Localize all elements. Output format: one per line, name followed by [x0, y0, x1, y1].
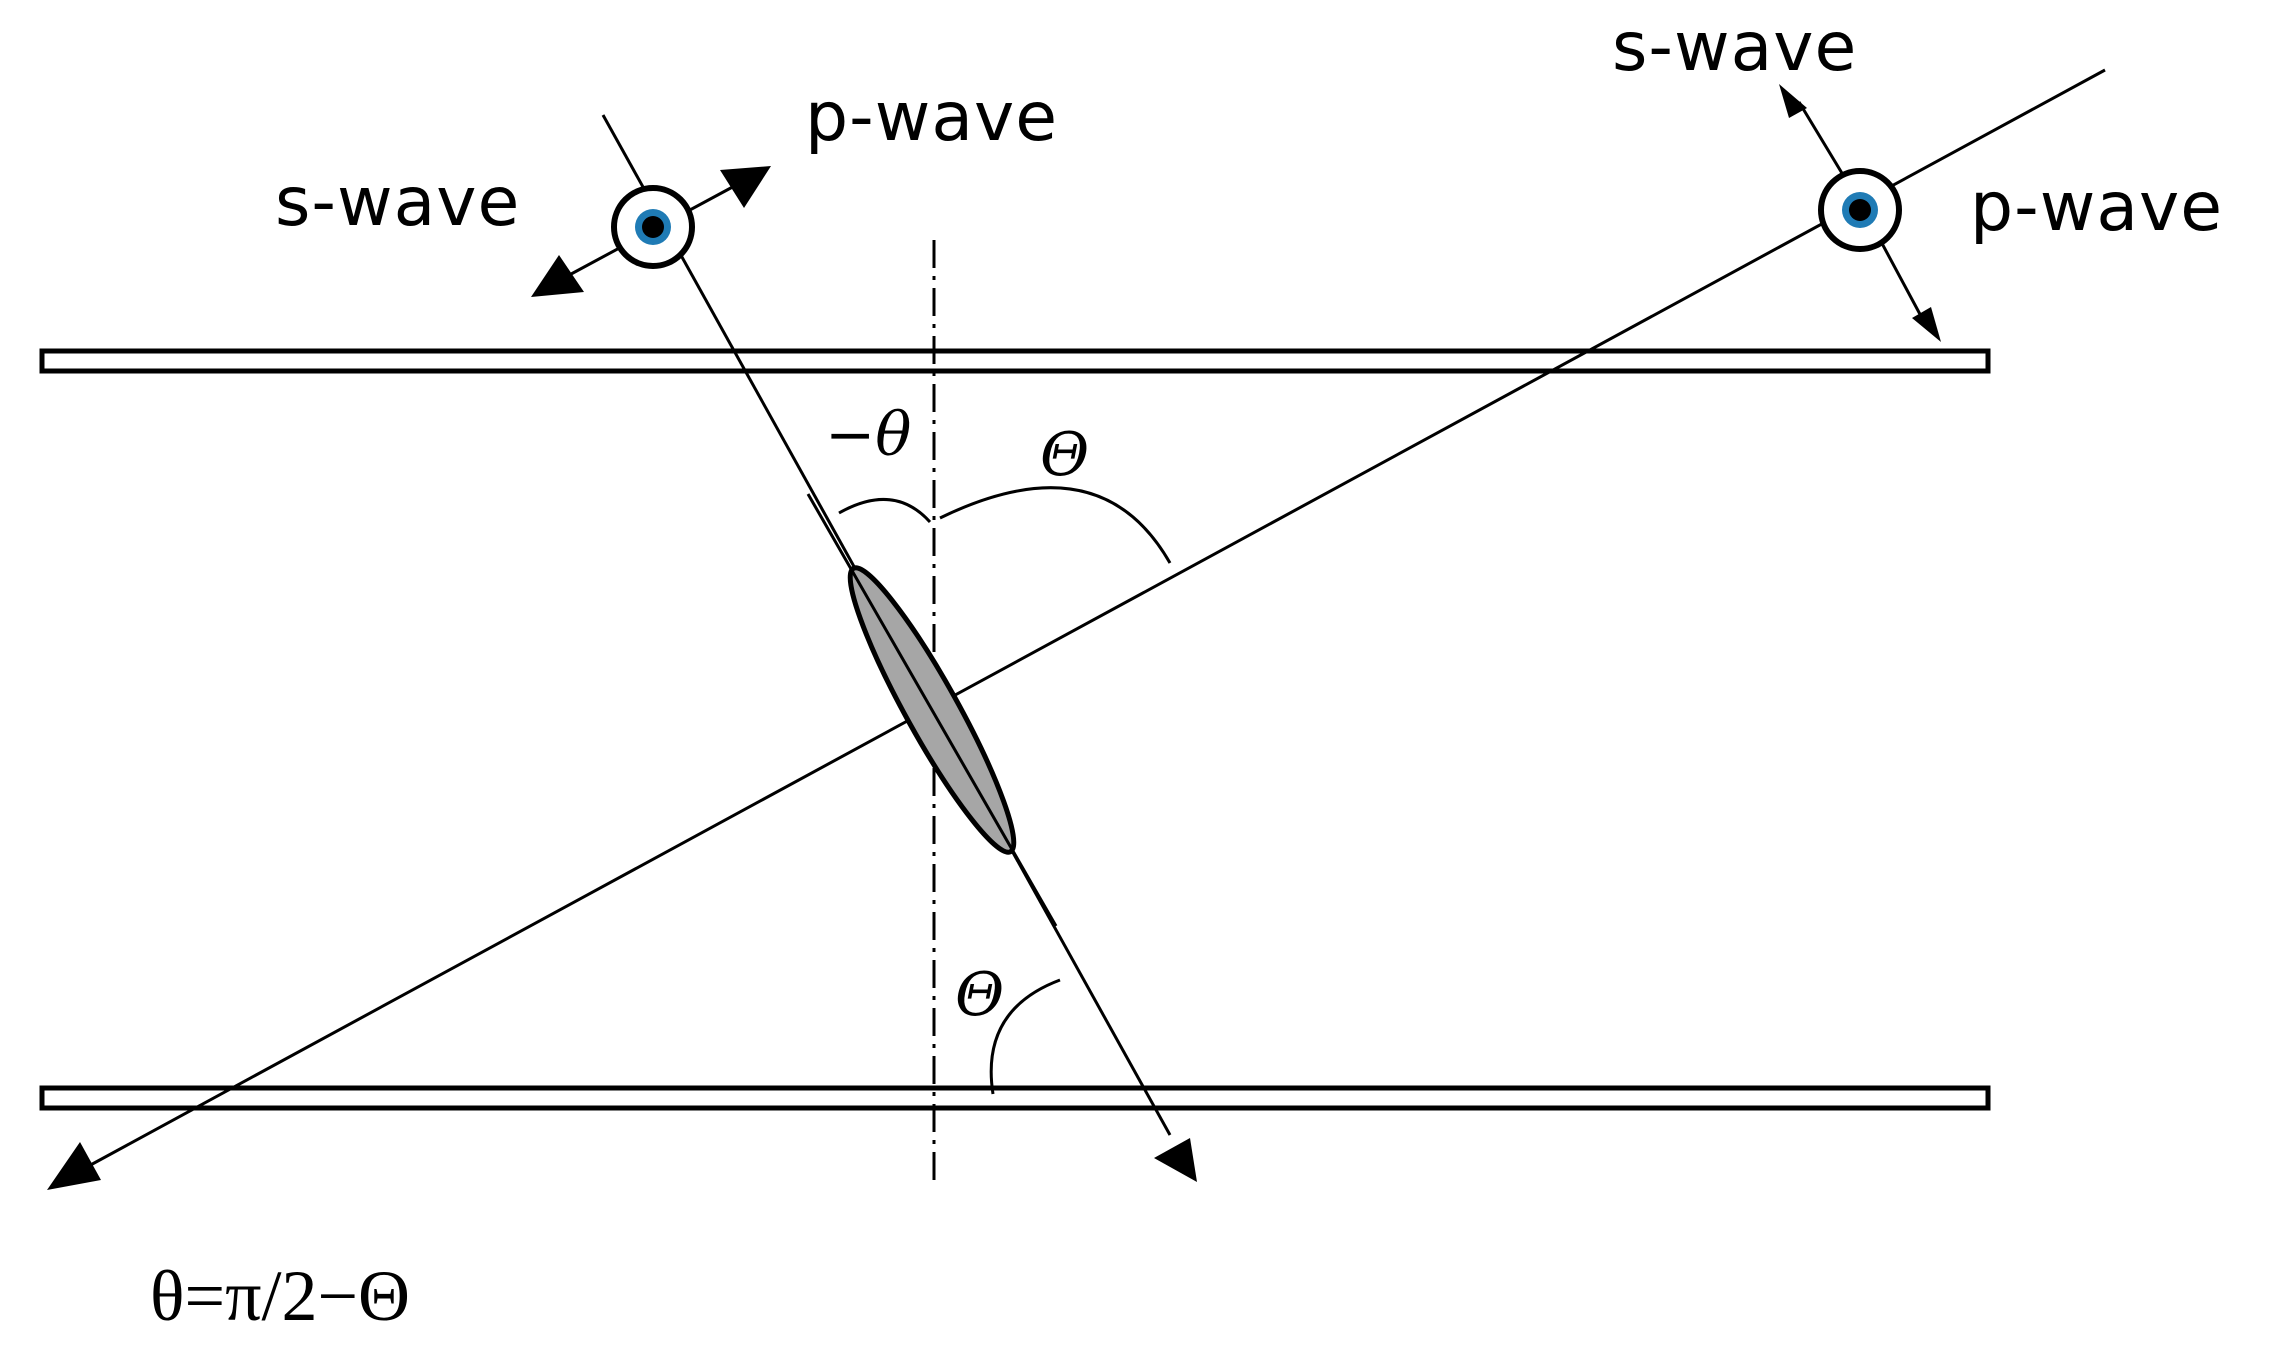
- top-plate: [39, 348, 1991, 374]
- big-theta-upper-label: Θ: [1040, 420, 1089, 490]
- right-s-wave-arrowhead: [1779, 84, 1807, 118]
- p-wave-label-left: p-wave: [805, 78, 1058, 157]
- minus-theta-label: −θ: [825, 400, 911, 470]
- left-p-wave-arrowhead: [720, 166, 771, 208]
- bottom-plate: [39, 1085, 1991, 1111]
- right-detector-eye-icon: [1818, 168, 1902, 252]
- left-s-wave-arrowhead: [531, 255, 584, 297]
- left-detector-eye-icon: [611, 185, 695, 269]
- scattered-beam-arrowhead: [47, 1142, 101, 1190]
- scattered-beam-line: [84, 68, 2106, 1170]
- minus-theta-arc: [838, 497, 932, 524]
- right-p-wave-arrowhead: [1912, 307, 1941, 342]
- incident-beam-through-ellipse: [806, 493, 1058, 927]
- incident-beam-arrowhead: [1154, 1138, 1197, 1182]
- angle-relation-formula: θ=π/2−Θ: [150, 1256, 410, 1336]
- s-wave-label-right: s-wave: [1612, 8, 1857, 87]
- big-theta-upper-arc: [939, 486, 1172, 564]
- p-wave-label-right: p-wave: [1970, 168, 2223, 247]
- big-theta-lower-arc: [989, 978, 1061, 1095]
- s-wave-label-left: s-wave: [275, 163, 520, 242]
- big-theta-lower-label: Θ: [955, 960, 1004, 1030]
